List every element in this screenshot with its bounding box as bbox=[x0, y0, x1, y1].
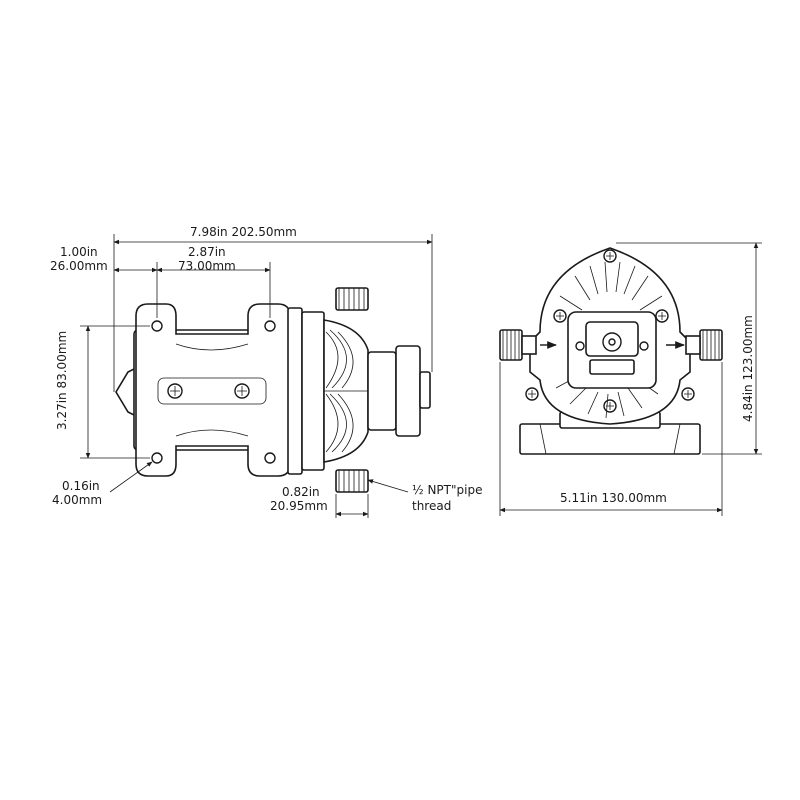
mount-offset-mm-label: 26.00mm bbox=[50, 259, 108, 273]
thread-label-line2: thread bbox=[412, 499, 451, 513]
thread-label-line1: ½ NPT"pipe bbox=[412, 483, 482, 497]
hole-diameter-in-label: 0.16in bbox=[62, 479, 100, 493]
front-height-label: 4.84in 123.00mm bbox=[741, 315, 755, 422]
switch-terminal bbox=[419, 371, 431, 409]
mount-hole-bottom-right bbox=[264, 452, 276, 464]
housing-ribs bbox=[555, 261, 663, 419]
screw-icon bbox=[603, 249, 617, 263]
screw-icon bbox=[553, 309, 567, 323]
front-dimensions bbox=[499, 242, 762, 516]
front-view bbox=[499, 247, 723, 455]
screw-icon bbox=[525, 387, 539, 401]
top-port-thread bbox=[335, 287, 369, 311]
hole-diameter-mm-label: 4.00mm bbox=[52, 493, 102, 507]
screw-icon bbox=[603, 399, 617, 413]
bottom-port-thread bbox=[335, 469, 369, 493]
mount-offset-in-label: 1.00in bbox=[60, 245, 98, 259]
mount-spacing-mm-label: 73.00mm bbox=[178, 259, 236, 273]
flange-plate bbox=[287, 307, 303, 475]
front-width-label: 5.11in 130.00mm bbox=[560, 491, 667, 505]
mount-hole-top-left bbox=[151, 320, 163, 332]
switch-screw-icon bbox=[602, 332, 622, 352]
inlet-port bbox=[499, 329, 557, 361]
switch-cap bbox=[395, 345, 421, 437]
outlet-port bbox=[666, 329, 723, 361]
mount-hole-top-right bbox=[264, 320, 276, 332]
mount-hole-bottom-left bbox=[151, 452, 163, 464]
motor-nose bbox=[115, 366, 137, 418]
side-dimensions bbox=[80, 234, 433, 518]
mount-spacing-in-label: 2.87in bbox=[188, 245, 226, 259]
port-width-mm-label: 20.95mm bbox=[270, 499, 328, 513]
screw-icon bbox=[167, 383, 183, 399]
mount-height-label: 3.27in 83.00mm bbox=[55, 331, 69, 430]
screw-icon bbox=[234, 383, 250, 399]
overall-length-label: 7.98in 202.50mm bbox=[190, 225, 297, 239]
side-view bbox=[115, 287, 431, 493]
switch-label-plate bbox=[589, 359, 635, 375]
screw-icon bbox=[681, 387, 695, 401]
port-width-in-label: 0.82in bbox=[282, 485, 320, 499]
screw-icon bbox=[655, 309, 669, 323]
flange-plate bbox=[301, 311, 325, 471]
switch-housing bbox=[367, 351, 397, 431]
